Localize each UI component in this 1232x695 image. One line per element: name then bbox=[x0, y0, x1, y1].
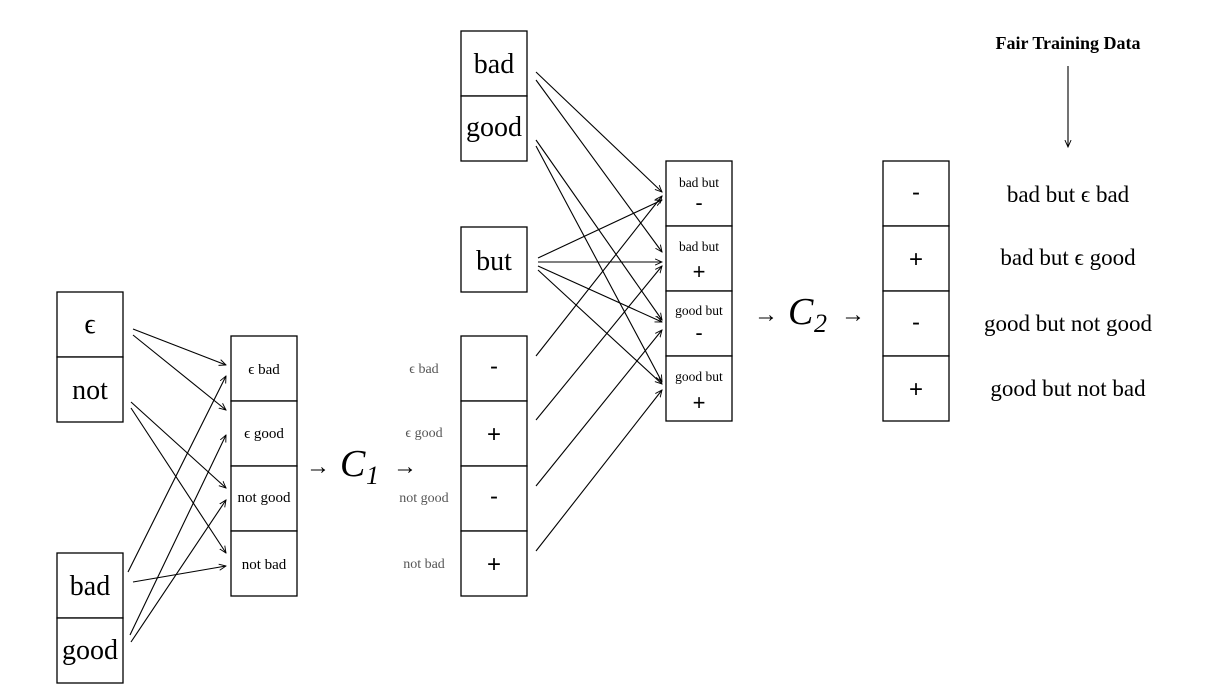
training-sentence: bad but ϵ good bbox=[1000, 245, 1136, 270]
connection-arrow bbox=[130, 407, 226, 553]
top-cell-good bbox=[460, 95, 528, 162]
c1-output-label: not good bbox=[399, 491, 448, 506]
connection-arrow bbox=[130, 500, 226, 643]
but-label: but bbox=[476, 246, 512, 277]
c1-cell-epsilon-good bbox=[230, 400, 298, 467]
c2-cell-sign: + bbox=[693, 259, 706, 284]
training-data-title: Fair Training Data bbox=[995, 33, 1140, 53]
c2-cell bbox=[665, 160, 733, 227]
input-cell-bad bbox=[56, 552, 124, 619]
c1-output-label: not bad bbox=[403, 557, 445, 572]
top-bad-label: bad bbox=[474, 49, 514, 80]
c1-output-cell bbox=[460, 465, 528, 532]
output-cell bbox=[882, 355, 950, 422]
c1-subscript: 1 bbox=[366, 461, 379, 490]
training-sentence: good but not good bbox=[984, 311, 1153, 336]
c1-output-cell bbox=[460, 530, 528, 597]
output-sign: + bbox=[909, 246, 923, 273]
top-good-label: good bbox=[466, 112, 522, 143]
c2-arrow-right: → bbox=[841, 302, 865, 328]
c1-output-sign: + bbox=[487, 421, 501, 448]
c2-subscript: 2 bbox=[814, 309, 827, 338]
c1-cell-label: not good bbox=[238, 490, 291, 506]
c1-output-sign: - bbox=[490, 353, 498, 380]
connection-arrow bbox=[535, 390, 662, 552]
c1-output-sign: + bbox=[487, 551, 501, 578]
output-cell bbox=[882, 160, 950, 227]
input-cell-not bbox=[56, 356, 124, 423]
c2-cell-text: bad but bbox=[679, 175, 719, 190]
c1-output-sign: - bbox=[490, 483, 498, 510]
output-sign: - bbox=[912, 179, 920, 206]
but-cell bbox=[460, 226, 528, 293]
c2-cell bbox=[665, 290, 733, 357]
c1-cell-not-good bbox=[230, 465, 298, 532]
connection-arrow bbox=[130, 401, 226, 488]
c1-output-cell bbox=[460, 400, 528, 467]
c1-arrow-right: → bbox=[393, 454, 417, 480]
output-sign: + bbox=[909, 376, 923, 403]
input-group-negation: ϵ not bbox=[56, 291, 124, 423]
connection-arrow bbox=[537, 269, 662, 384]
c2-output-column: - + - + bbox=[882, 160, 950, 422]
c2-cell-text: good but bbox=[675, 369, 723, 384]
connection-arrow bbox=[132, 334, 226, 410]
training-sentence: good but not bad bbox=[990, 376, 1146, 401]
c1-output-label: ϵ good bbox=[405, 426, 442, 441]
connection-arrow bbox=[129, 435, 227, 636]
c1-cell-label: not bad bbox=[242, 557, 287, 573]
c1-input-column: ϵ bad ϵ good not good not bad bbox=[230, 335, 298, 597]
training-sentence: bad but ϵ bad bbox=[1007, 182, 1130, 207]
connection-arrow bbox=[535, 330, 662, 487]
c2-cell bbox=[665, 225, 733, 292]
connection-arrow bbox=[535, 196, 662, 357]
c1-symbol: C bbox=[340, 443, 366, 485]
connection-arrow bbox=[537, 199, 662, 259]
c2-input-column: bad but - bad but + good but - good but … bbox=[665, 160, 733, 422]
input-good-label: good bbox=[62, 635, 118, 666]
c1-output-label: ϵ bad bbox=[409, 362, 438, 377]
input-bad-label: bad bbox=[70, 571, 110, 602]
c1-cell-epsilon-bad bbox=[230, 335, 298, 402]
c1-output-cell bbox=[460, 335, 528, 402]
connection-arrow bbox=[535, 145, 662, 382]
connection-arrow bbox=[127, 376, 226, 573]
c2-cell-sign: + bbox=[693, 390, 706, 415]
input-cell-good bbox=[56, 617, 124, 684]
output-cell bbox=[882, 290, 950, 357]
input-not-label: not bbox=[72, 375, 108, 406]
c1-cell-not-bad bbox=[230, 530, 298, 597]
connection-arrow bbox=[132, 566, 226, 583]
c1-arrow-left: → bbox=[306, 454, 330, 480]
c1-cell-label: ϵ good bbox=[244, 426, 284, 442]
but-input: but bbox=[460, 226, 528, 293]
connection-arrow bbox=[537, 265, 662, 323]
output-sign: - bbox=[912, 309, 920, 336]
input-group-adjective: bad good bbox=[56, 552, 124, 684]
c2-cell-sign: - bbox=[695, 190, 702, 215]
connection-arrows bbox=[127, 71, 662, 643]
connection-arrow bbox=[132, 328, 226, 365]
connection-arrow bbox=[535, 79, 662, 252]
c2-operator: → C 2 → bbox=[754, 291, 865, 338]
input-cell-epsilon bbox=[56, 291, 124, 358]
connection-arrow bbox=[535, 266, 662, 421]
c2-cell-sign: - bbox=[695, 320, 702, 345]
c2-cell-text: bad but bbox=[679, 239, 719, 254]
c2-arrow-left: → bbox=[754, 302, 778, 328]
training-data: Fair Training Data bad but ϵ bad bad but… bbox=[984, 33, 1153, 401]
top-input-group: bad good bbox=[460, 30, 528, 162]
c1-cell-label: ϵ bad bbox=[248, 362, 280, 378]
c2-cell-text: good but bbox=[675, 303, 723, 318]
c1-operator: → C 1 → bbox=[306, 443, 417, 490]
c2-cell bbox=[665, 355, 733, 422]
c2-symbol: C bbox=[788, 291, 814, 333]
connection-arrow bbox=[535, 71, 662, 192]
c1-output-column: ϵ bad ϵ good not good not bad - + - + bbox=[399, 335, 528, 597]
input-epsilon-label: ϵ bbox=[84, 309, 95, 340]
